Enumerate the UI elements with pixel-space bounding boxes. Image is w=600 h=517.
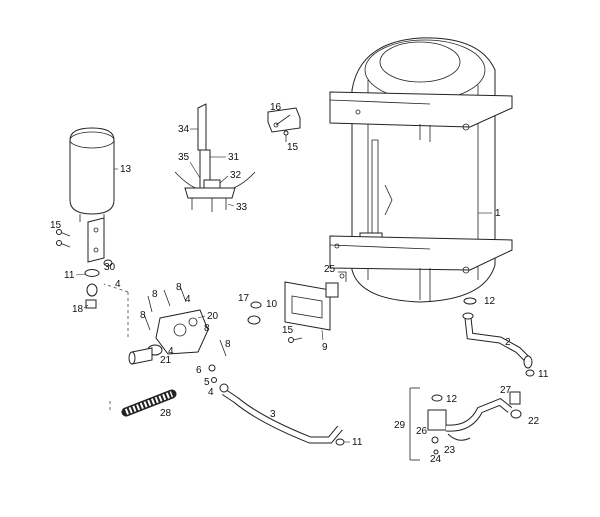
washer-11b bbox=[335, 438, 345, 446]
screw-15c bbox=[288, 337, 303, 343]
callout-33: 33 bbox=[236, 202, 248, 213]
callout-4d: 4 bbox=[208, 387, 214, 398]
callout-23: 23 bbox=[444, 445, 456, 456]
callout-26: 26 bbox=[416, 426, 428, 437]
callout-32: 32 bbox=[230, 170, 242, 181]
callout-6: 6 bbox=[196, 365, 202, 376]
guide-line-2 bbox=[103, 283, 129, 293]
pipe-assembly-29 bbox=[427, 391, 522, 455]
callout-8b: 8 bbox=[176, 282, 182, 293]
inlet-valve-group bbox=[128, 309, 209, 365]
thermostat-bracket bbox=[284, 271, 347, 331]
callout-16: 16 bbox=[270, 102, 282, 113]
callout-4b: 4 bbox=[185, 294, 191, 305]
washer-10 bbox=[250, 301, 262, 309]
vessel-bracket bbox=[87, 217, 105, 263]
callout-20: 20 bbox=[207, 311, 219, 322]
callout-5: 5 bbox=[204, 377, 210, 388]
callout-31: 31 bbox=[228, 152, 240, 163]
group-29-bracket bbox=[409, 387, 420, 461]
callout-34: 34 bbox=[178, 124, 190, 135]
callout-8a: 8 bbox=[152, 289, 158, 300]
callout-13: 13 bbox=[120, 164, 132, 175]
callout-28: 28 bbox=[160, 408, 172, 419]
callout-15a: 15 bbox=[50, 220, 62, 231]
callout-8c: 8 bbox=[140, 310, 146, 321]
expansion-vessel bbox=[69, 127, 115, 222]
callout-27: 27 bbox=[500, 385, 512, 396]
screw-15a bbox=[56, 229, 71, 248]
callout-9: 9 bbox=[322, 342, 328, 353]
small-parts-5-6 bbox=[208, 364, 217, 383]
tank-frame bbox=[329, 91, 513, 302]
callout-8d: 8 bbox=[204, 323, 210, 334]
pipe-2 bbox=[462, 297, 535, 377]
vessel-fittings bbox=[84, 259, 113, 309]
drain-hose bbox=[121, 389, 177, 417]
callout-25: 25 bbox=[324, 264, 336, 275]
callout-30: 30 bbox=[104, 262, 116, 273]
callout-35: 35 bbox=[178, 152, 190, 163]
pipe-3 bbox=[219, 383, 343, 444]
callout-10: 10 bbox=[266, 299, 278, 310]
callout-11c: 11 bbox=[538, 369, 549, 380]
callout-17: 17 bbox=[238, 293, 250, 304]
callout-2: 2 bbox=[505, 337, 511, 348]
callout-12b: 12 bbox=[446, 394, 458, 405]
callout-29: 29 bbox=[394, 420, 406, 431]
callout-3: 3 bbox=[270, 409, 276, 420]
callout-21: 21 bbox=[160, 355, 172, 366]
callout-4a: 4 bbox=[115, 279, 121, 290]
callout-15c: 15 bbox=[282, 325, 294, 336]
wall-bracket bbox=[267, 107, 301, 142]
callout-8e: 8 bbox=[225, 339, 231, 350]
callout-22: 22 bbox=[528, 416, 540, 427]
callout-15b: 15 bbox=[287, 142, 299, 153]
pipe-17 bbox=[198, 295, 261, 325]
anode-assembly bbox=[174, 103, 256, 212]
callout-4c: 4 bbox=[168, 346, 174, 357]
callout-11a: 11 bbox=[64, 270, 75, 281]
callout-18: 18 bbox=[72, 304, 84, 315]
callout-1: 1 bbox=[495, 208, 501, 219]
callout-24: 24 bbox=[430, 454, 442, 465]
callout-12a: 12 bbox=[484, 296, 496, 307]
pins-8 bbox=[143, 285, 227, 357]
callout-11b: 11 bbox=[352, 437, 363, 448]
